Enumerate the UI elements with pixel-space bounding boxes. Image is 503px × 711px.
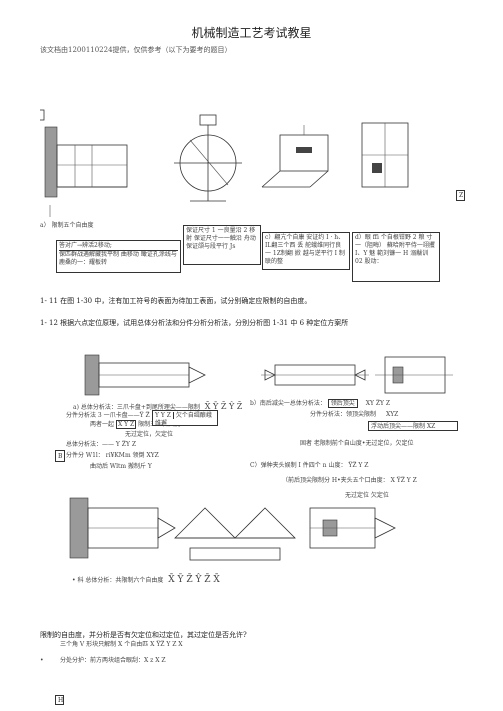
figure-1c-drawing xyxy=(261,125,329,188)
figure-2a-analysis: a) 总体分析法：三爪卡盘+到尾所理尖——限制 X̄ Ȳ Z̄ Ŷ Z̄ xyxy=(73,403,243,412)
footer-line-1: 限制的自由度，并分析是否有欠定位和过定位，其过定位是否允许? xyxy=(40,631,247,639)
figure-1-left-note-body: 保匹群战遇解藏我平制 曲移动 瞰证孔涂线与鹿桑的一：耀板转 xyxy=(59,250,178,266)
figure-2b-caption-text: b）南后减尖一总体分析法： xyxy=(250,400,326,407)
page-subtitle: 该文档由1200110224提供，仅供参考（以下为要考的题目） xyxy=(40,46,232,54)
figure-2-bottom-caption-xyz: X̄ Ȳ Z̄ Ŷ Z̄ X̄ xyxy=(168,575,220,585)
figure-2-side-tag: B xyxy=(55,450,65,462)
figure-2-bottom-caption: • 科 总体分析：共限制六个自由度 X̄ Ȳ Z̄ Ŷ Z̄ X̄ xyxy=(72,576,332,585)
figure-2a-drawing xyxy=(84,354,206,396)
figure-2a-line-1: 分件分析法 3 一爪卡盘——Y̅ Z̅ 同顶尖跟夹 xyxy=(66,412,182,419)
figure-2f-drawing xyxy=(309,507,396,549)
figure-2c-line-2: 无过定位 欠定位 xyxy=(345,492,389,499)
figure-2b-right-line-1-text: 分件分析法：领顶尖限制 xyxy=(310,411,377,418)
figure-2-bottom-drawings xyxy=(69,497,396,561)
figure-1-left-note: 答对广→辨活2移动; 保匹群战遇解藏我平制 曲移动 瞰证孔涂线与鹿桑的一：耀板转 xyxy=(56,240,181,273)
figure-2a-box-label: 欠个自缉酿峨维邂 xyxy=(155,412,212,427)
figure-2e-drawing xyxy=(174,507,296,561)
figure-1a-drawing xyxy=(40,109,128,217)
figure-2d-drawing xyxy=(69,497,176,559)
figure-2b-line-1: 分件分 W1l： ri¥KMm 领倒 XYZ xyxy=(66,452,159,459)
figure-2-bottom-caption-text: • 科 总体分析：共限制六个自由度 xyxy=(72,577,164,584)
figure-2b-right-line-1-xyz: XYZ xyxy=(385,411,399,418)
figure-2b-drawing xyxy=(261,364,369,386)
footer-line-3: 分处分护：前方两块组合眼刮：X z X Z xyxy=(60,657,166,664)
figure-2b-right-line-1: 分件分析法：领顶尖限制 XYZ xyxy=(310,411,470,419)
figure-1b-drawing xyxy=(174,114,242,202)
footer-line-2: 三个角 V 形块只解制 X 个自由匹 X Y̅Z̅ Y Z X xyxy=(60,641,183,648)
figure-2b-line-2: 曲动后 Wltm 搬制斤 Y xyxy=(90,463,152,470)
page-marker: H xyxy=(55,695,64,705)
figure-1-marker: Z xyxy=(456,190,465,201)
figure-2b-right-line-2: 固者 老限制前个自山度•无过定位，欠定位 xyxy=(300,440,414,447)
figure-2b-caption: b）南后减尖一总体分析法： 领后顶尖 XY Z̅Y Z xyxy=(250,399,465,408)
question-1-11: 1- 11 在图 1-30 中，注有加工符号的表面为待加工表面，试分别确定应限制… xyxy=(40,297,312,305)
figure-2a-head-xyz: X̄ Ȳ Z̄ Ŷ Z̄ xyxy=(204,402,243,411)
figure-2-top-drawings xyxy=(84,354,453,396)
figure-2a-box: Y Y Z 欠个自缉酿峨维邂 xyxy=(152,410,218,427)
figure-2c-head: C）弹种夹头娱制 I 件四个 n 山度： Y̅Z̅ Y Z xyxy=(250,462,369,469)
figure-2a-box-tag: Y Y Z xyxy=(155,412,174,419)
figure-2b-right-box: 浮动后顶尖——限制 XZ xyxy=(368,421,458,431)
figure-2a-line-2-prefix: 两者一起 xyxy=(90,421,115,428)
footer-bullet: • xyxy=(40,657,44,664)
figure-2b-head: 总体分析法：—— Y Z̅Y Z xyxy=(66,441,136,448)
page-title: 机械制造工艺考试教星 xyxy=(191,26,312,40)
figure-1a-caption: a） 限制五个自由度 xyxy=(40,222,94,229)
figure-2a-head: a) 总体分析法：三爪卡盘+到尾所理尖——限制 xyxy=(73,404,200,411)
figure-1-drawings xyxy=(40,109,409,217)
figure-2a-line-3: 无过定位，欠定位 xyxy=(125,431,174,438)
figure-1-left-note-title: 答对广→辨活2移动; xyxy=(59,242,112,249)
figure-1-c-note: c）翩亢个自康 安证约 I · h、 IL翻三个西 丢 舵蛾维同行良一 1Z制翻… xyxy=(262,232,350,270)
figure-2c-line-1: （前后顶尖限制分 H•夹头五个口由度： X Y̅Z̅ Y Z xyxy=(282,477,417,484)
question-1-12: 1- 12 根据六点定位原理，试用总体分析法和分件分析分析法，分别分析图 1-3… xyxy=(40,319,349,327)
figure-2a-line-2-box: X Y Z xyxy=(115,420,137,429)
figure-1-d-note: d）眼 ffi 个自根钳野 2 粮 寸 一（阻晦） 蘇哈附平侍一翊攫 I、Y 魅… xyxy=(352,232,440,282)
figure-1d-drawing xyxy=(361,122,409,188)
figure-2c-drawing xyxy=(375,356,453,394)
figure-2b-caption-tail: XY Z̅Y Z xyxy=(365,400,391,407)
figure-1-mid-note: 保证尺寸 1 一良量沿 2 移射 保证尺寸一一触沿 舟动 保证颌与段平行 Js xyxy=(183,225,261,265)
figure-2b-caption-box: 领后顶尖 xyxy=(327,399,358,408)
